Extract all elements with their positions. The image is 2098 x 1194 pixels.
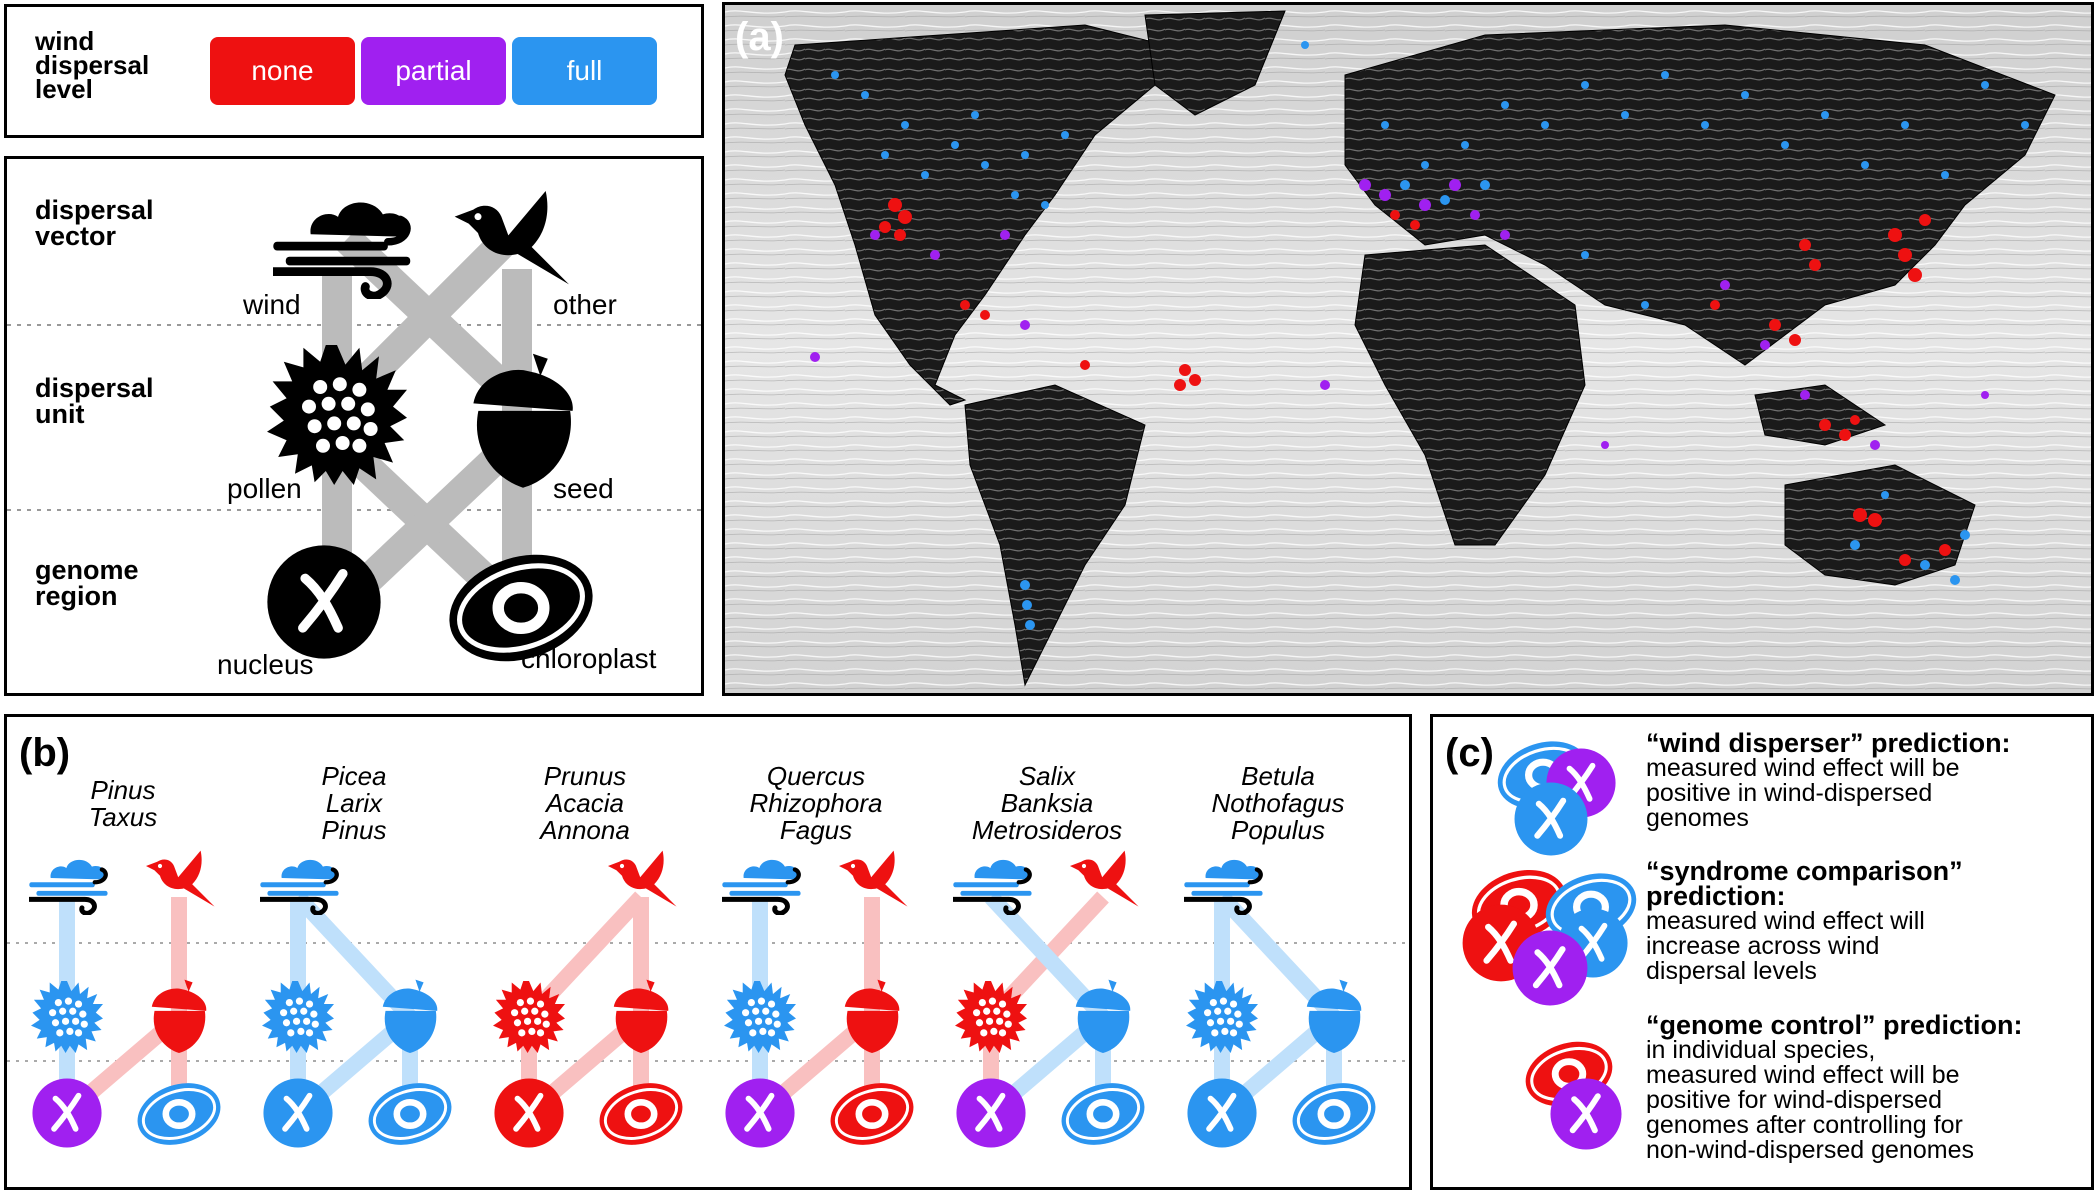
species-label: Betula Nothofagus Populus xyxy=(1211,761,1345,845)
row-label-unit: dispersal unit xyxy=(35,373,154,429)
nucleus-icon xyxy=(956,1078,1025,1147)
species-label: Salix Banksia Metrosideros xyxy=(971,761,1123,845)
panel-b: (b) Pinus Taxus Picea Larix Pinus Prunus A… xyxy=(4,714,1412,1190)
label-wind: wind xyxy=(243,289,301,320)
nucleus-icon xyxy=(1187,1078,1256,1147)
prediction-3: “genome control” prediction: in individu… xyxy=(1646,1010,2023,1164)
prediction-2: “syndrome comparison” prediction: measur… xyxy=(1646,856,1963,985)
occurrences-none xyxy=(879,198,1951,566)
chloroplast-icon xyxy=(360,1073,459,1155)
prediction-3-body: in individual species, measured wind eff… xyxy=(1646,1036,1974,1164)
pollen-icon xyxy=(724,981,796,1053)
legend-title: wind dispersal level xyxy=(35,26,150,104)
map-panel: (a) xyxy=(722,2,2094,696)
species-label: Picea Larix Pinus xyxy=(321,761,387,845)
schema-diagram xyxy=(7,191,701,693)
row-label-vector: dispersal vector xyxy=(35,195,154,251)
label-nucleus: nucleus xyxy=(217,649,314,680)
level-none-badge: none xyxy=(210,37,355,105)
wind-map xyxy=(725,5,2091,693)
nucleus-icon xyxy=(32,1078,101,1147)
label-chloroplast: chloroplast xyxy=(521,643,657,674)
chloroplast-icon xyxy=(822,1073,921,1155)
level-partial-badge: partial xyxy=(361,37,506,105)
pollen-icon xyxy=(1186,981,1258,1053)
prediction-2-heading: “syndrome comparison” prediction: xyxy=(1646,856,1963,911)
syndrome-comparison-icon xyxy=(1463,858,1643,1005)
panel-b-label: (b) xyxy=(19,731,71,775)
chloroplast-icon xyxy=(129,1073,228,1155)
species-label: Prunus Acacia Annona xyxy=(540,761,630,845)
panel-c-label: (c) xyxy=(1445,731,1494,775)
nucleus-icon xyxy=(263,1078,332,1147)
pollen-icon xyxy=(262,981,334,1053)
nucleus-icon xyxy=(725,1078,794,1147)
wind-disperser-icon xyxy=(1489,730,1616,855)
species-label: Quercus Rhizophora Fagus xyxy=(749,761,883,845)
panel-c-icons xyxy=(1433,717,1643,1187)
prediction-3-heading: “genome control” prediction: xyxy=(1646,1010,2023,1040)
chloroplast-icon xyxy=(591,1073,690,1155)
prediction-1: “wind disperser” prediction: measured wi… xyxy=(1646,728,2011,832)
panel-a-label: (a) xyxy=(735,15,784,59)
bird-icon xyxy=(1070,850,1139,907)
panel-c: (c) “wind disperser” prediction: measure… xyxy=(1430,714,2094,1190)
chloroplast-icon xyxy=(1284,1073,1383,1155)
prediction-1-body: measured wind effect will be positive in… xyxy=(1646,754,1960,832)
species-label: Pinus Taxus xyxy=(88,775,158,832)
label-other: other xyxy=(553,289,617,320)
chloroplast-icon xyxy=(1053,1073,1152,1155)
panel-b-diagrams xyxy=(7,850,1409,1187)
occurrences-full xyxy=(831,41,2029,630)
prediction-2-body: measured wind effect will increase acros… xyxy=(1646,907,1925,985)
nucleus-icon xyxy=(494,1078,563,1147)
nucleus-icon xyxy=(267,545,380,658)
pollen-icon xyxy=(31,981,103,1053)
genome-control-icon xyxy=(1517,1031,1621,1149)
label-pollen: pollen xyxy=(227,473,302,504)
row-label-genome: genome region xyxy=(35,555,139,611)
label-seed: seed xyxy=(553,473,614,504)
prediction-1-heading: “wind disperser” prediction: xyxy=(1646,728,2011,758)
level-full-badge: full xyxy=(512,37,657,105)
schema-panel: dispersal vector dispersal unit genome r… xyxy=(4,156,704,696)
legend-panel: wind dispersal level none partial full xyxy=(4,4,704,138)
occurrences-partial xyxy=(810,179,1989,450)
